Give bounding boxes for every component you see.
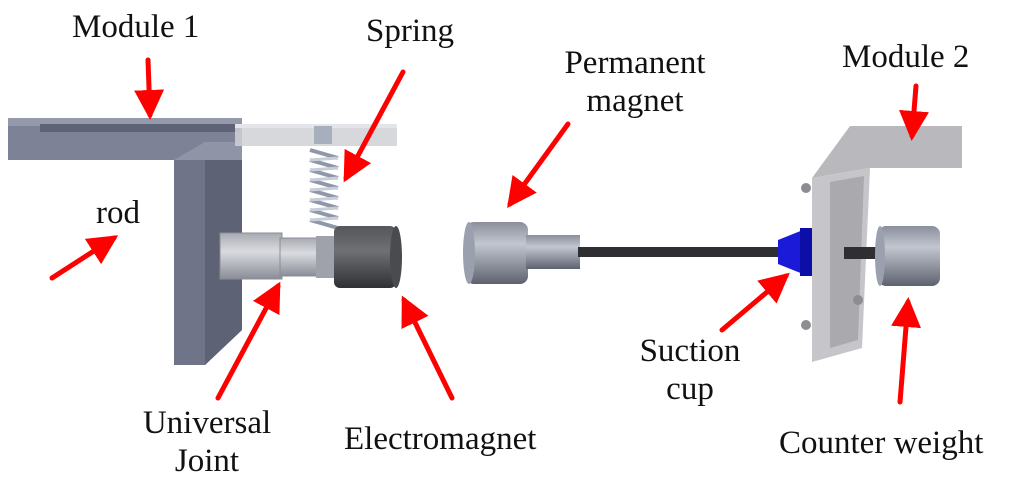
label-suction-cup-line1: Suction [639,333,741,369]
arrow-module-1 [134,57,165,120]
suction-cup [778,228,812,276]
label-module-2: Module 2 [842,39,970,75]
arrow-counter-weight [891,297,921,405]
arrow-module-2 [899,83,929,141]
label-suction-cup-line2: cup [666,371,714,407]
label-universal-joint: Universal Joint [122,404,292,480]
arrow-spring [343,69,406,183]
arrow-electromagnet [401,295,455,401]
label-permanent-magnet-line2: magnet [586,83,684,119]
label-module-1: Module 1 [72,9,200,45]
module-2-bracket [801,126,962,362]
label-universal-joint-line2: Joint [174,443,240,479]
arrow-universal-joint [215,281,281,401]
label-universal-joint-line1: Universal [142,405,272,441]
label-electromagnet: Electromagnet [344,421,537,457]
spring [309,126,339,230]
label-counter-weight: Counter weight [779,425,984,461]
label-permanent-magnet-line1: Permanent [564,45,706,81]
arrow-rod [49,235,119,281]
counter-weight [875,226,940,286]
electromagnet [334,226,402,288]
permanent-magnet-assembly [463,222,778,284]
label-rod: rod [96,195,140,231]
arrow-permanent-magnet [507,121,571,209]
label-suction-cup: Suction cup [620,332,760,408]
annotation-arrows [49,57,929,405]
universal-joint [219,232,336,280]
label-permanent-magnet: Permanent magnet [540,44,730,120]
label-spring: Spring [366,13,455,49]
arrow-suction-cup [719,272,790,333]
